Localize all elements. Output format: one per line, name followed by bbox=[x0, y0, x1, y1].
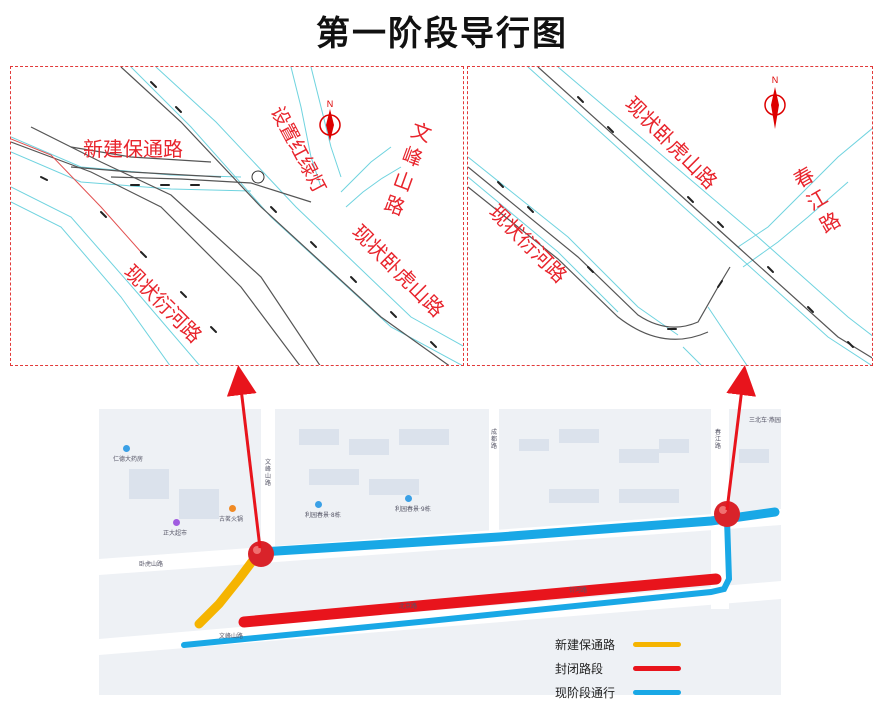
left-road-drawing bbox=[11, 67, 463, 365]
route-open-bottom bbox=[181, 516, 733, 648]
compass-icon-right: N bbox=[764, 75, 786, 129]
legend-label: 封闭路段 bbox=[555, 661, 604, 676]
poi-marker bbox=[173, 519, 180, 526]
map-label-poi9: 衍河路 bbox=[569, 587, 588, 594]
poi-marker bbox=[405, 495, 412, 502]
map-label-poi1: 仁德大药房 bbox=[113, 456, 144, 463]
map-label-poi6: 卧虎山路 bbox=[139, 561, 164, 568]
compass-north-letter: N bbox=[327, 99, 334, 109]
route-new-road bbox=[194, 554, 259, 629]
legend-swatch-red bbox=[633, 665, 681, 671]
label-new-road: 新建保通路 bbox=[83, 137, 183, 161]
route-closed bbox=[238, 573, 722, 628]
poi-marker bbox=[315, 501, 322, 508]
poi-marker bbox=[229, 505, 236, 512]
legend-row-new-road: 新建保通路 bbox=[555, 632, 755, 656]
map-label-poi3: 古茗火锅 bbox=[219, 516, 244, 523]
map-label-poi4: 利园春景·8栋 bbox=[305, 512, 341, 519]
left-detail-panel: N 新建保通路 设置红绿灯 文峰山路 现状卧虎山路 现状衍河路 bbox=[10, 66, 464, 366]
map-road-label-v2: 成都路 bbox=[491, 429, 498, 450]
map-label-poi2: 正大超市 bbox=[163, 530, 188, 537]
legend-row-closed: 封闭路段 bbox=[555, 656, 755, 680]
compass-icon: N bbox=[319, 99, 341, 141]
poi-marker bbox=[123, 445, 130, 452]
legend-swatch-yellow bbox=[633, 641, 681, 647]
legend-row-open: 现阶段通行 bbox=[555, 680, 755, 704]
route-open-top bbox=[256, 507, 780, 557]
map-label-poi5: 利园春景·9栋 bbox=[395, 506, 431, 513]
legend: 新建保通路 封闭路段 现阶段通行 bbox=[555, 632, 755, 704]
pin-left bbox=[248, 541, 274, 567]
right-detail-panel: N 现状卧虎山路 春江路 现状衍河路 bbox=[467, 66, 873, 366]
legend-label: 新建保通路 bbox=[555, 637, 616, 652]
right-road-drawing bbox=[468, 67, 872, 365]
page-title: 第一阶段导行图 bbox=[316, 14, 568, 54]
map-road-label-v3: 春江路 bbox=[715, 429, 722, 450]
map-label-poi7: 文峰山路 bbox=[219, 633, 244, 640]
map-label-poi8: 北京路 bbox=[399, 603, 418, 610]
legend-swatch-blue bbox=[633, 689, 681, 695]
map-road-label-v1: 文峰山路 bbox=[265, 459, 272, 487]
compass-north-letter-right: N bbox=[772, 75, 779, 85]
overview-map: 仁德大药房 正大超市 古茗火锅 利园春景·8栋 利园春景·9栋 卧虎山路 文峰山… bbox=[99, 409, 781, 695]
pin-right bbox=[714, 501, 740, 527]
legend-label: 现阶段通行 bbox=[555, 685, 616, 700]
map-label-poi10: 三北车·燕园 bbox=[749, 417, 781, 424]
map-base bbox=[99, 409, 781, 655]
